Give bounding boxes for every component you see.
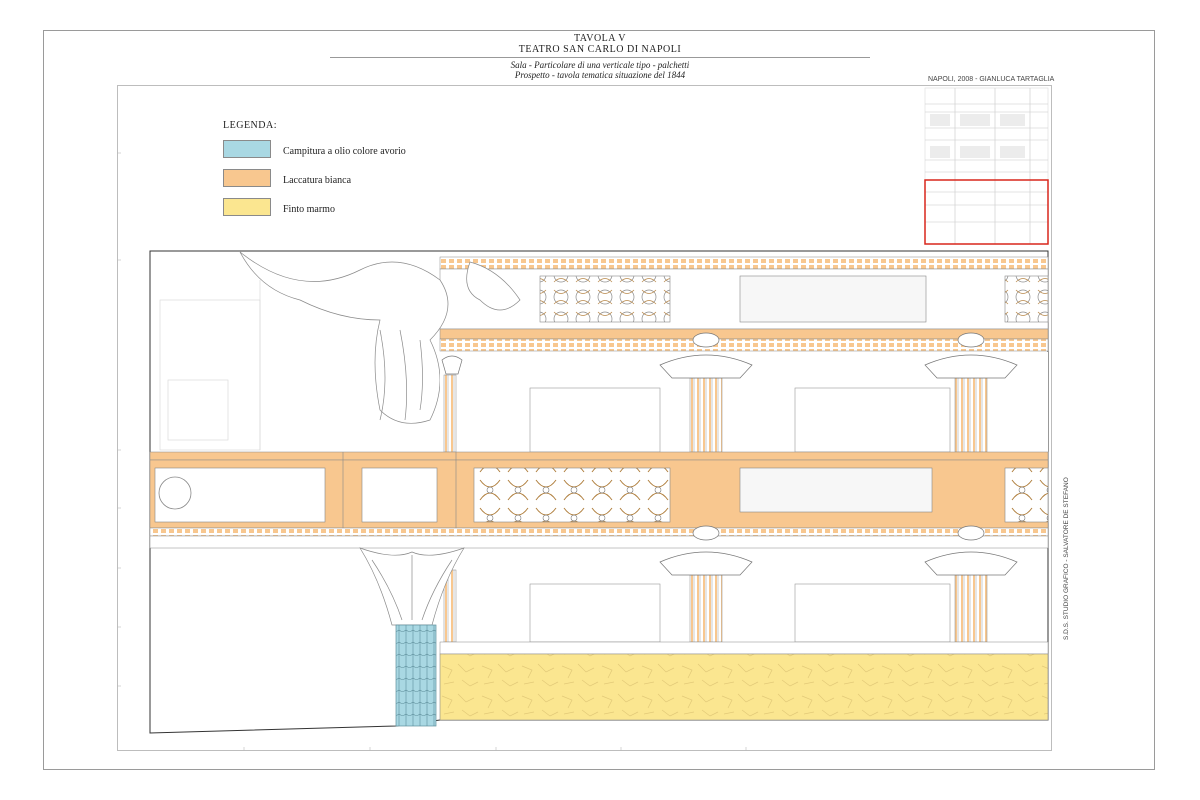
horizontal-ruler — [243, 747, 747, 751]
legend-item: Finto marmo — [223, 192, 406, 221]
subtitle-1: Sala - Particolare di una verticale tipo… — [510, 60, 690, 70]
legend-item: Campitura a olio colore avorio — [223, 134, 406, 163]
legend-item: Laccatura bianca — [223, 163, 406, 192]
palm-capital — [359, 547, 465, 626]
title-block: TAVOLA V TEATRO SAN CARLO DI NAPOLI Sala… — [330, 33, 870, 80]
legend: LEGENDA: Campitura a olio colore avorio … — [223, 120, 406, 221]
legend-swatch-marble — [223, 197, 271, 216]
theatre-name: TEATRO SAN CARLO DI NAPOLI — [518, 44, 682, 55]
legend-label: Campitura a olio colore avorio — [283, 146, 406, 157]
sculpture-angel — [239, 251, 521, 424]
vertical-ruler — [117, 152, 121, 687]
title-rule — [330, 57, 870, 58]
legend-label: Laccatura bianca — [283, 175, 352, 186]
drawing-frame — [117, 85, 1052, 751]
author-credit: NAPOLI, 2008 - GIANLUCA TARTAGLIA — [928, 76, 1055, 83]
sheet-border — [43, 30, 1155, 770]
elevation — [149, 250, 1049, 734]
ivory-column — [395, 624, 437, 727]
legend-title: LEGENDA: — [223, 120, 277, 131]
key-plan-highlight — [924, 179, 1049, 245]
faux-marble-dado — [439, 653, 1049, 721]
subtitle-2: Prospetto - tavola tematica situazione d… — [514, 70, 686, 80]
legend-swatch-ivory — [223, 139, 271, 158]
key-plan-thumbnail — [924, 87, 1049, 245]
legend-swatch-lacquer — [223, 168, 271, 187]
legend-label: Finto marmo — [283, 204, 335, 215]
plate-number: TAVOLA V — [573, 33, 626, 44]
